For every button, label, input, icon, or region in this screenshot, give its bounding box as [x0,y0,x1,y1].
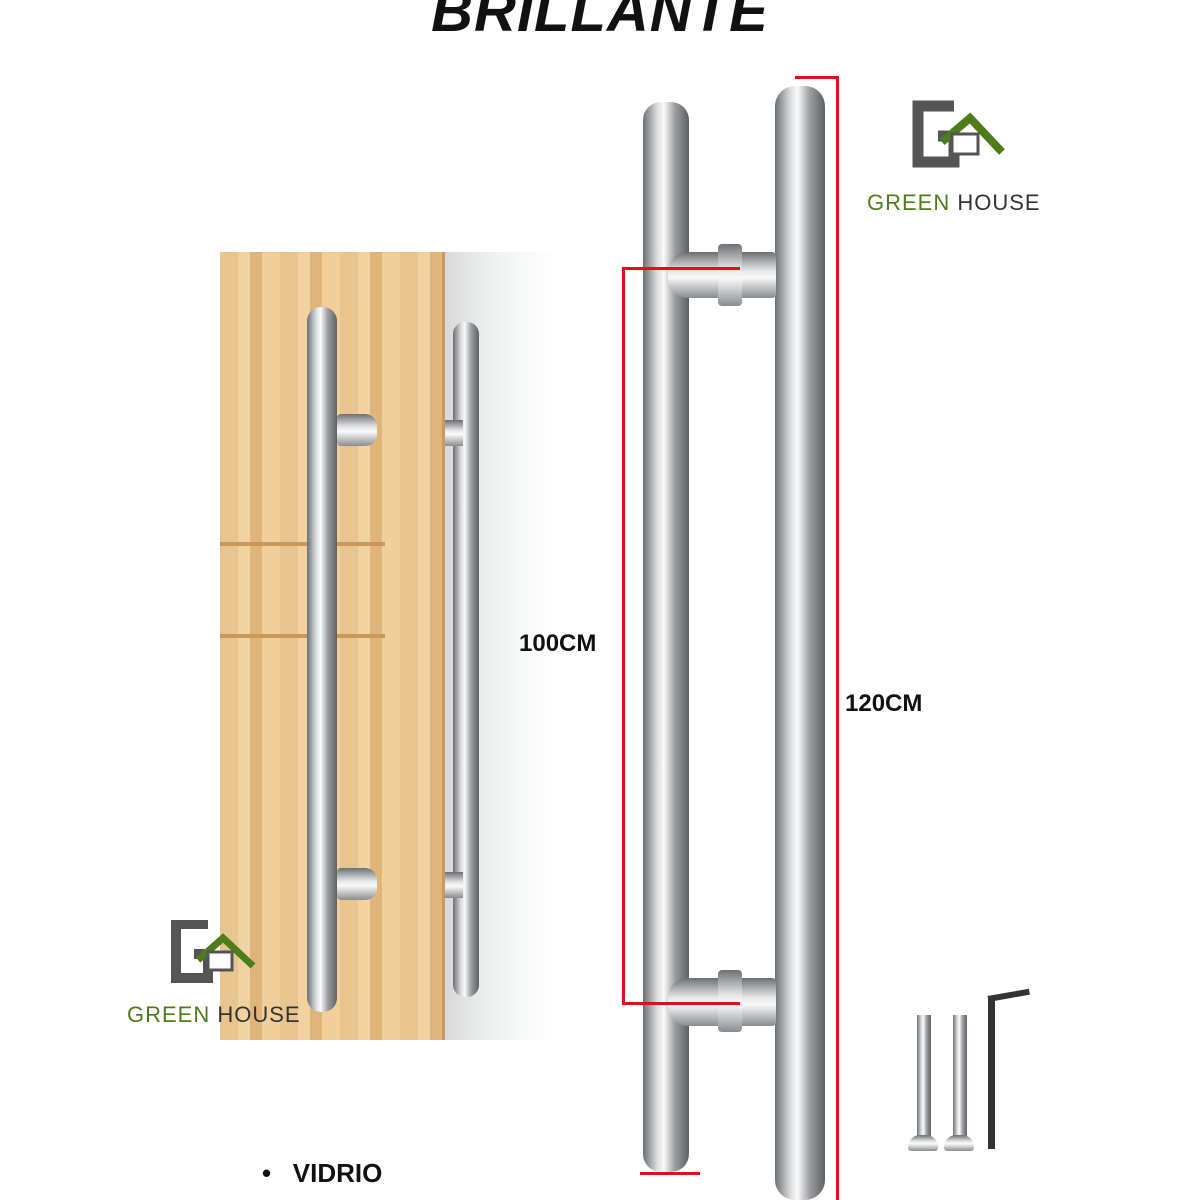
handle-bar-back [775,86,825,1200]
logo-word-house: HOUSE [217,1002,301,1027]
dimension-inner-label: 100CM [519,630,597,657]
green-house-logo-icon [912,100,1005,168]
standoff-collar [718,970,742,1032]
handle-post [337,414,377,446]
feature-item: • VIDRIO [262,1158,383,1188]
feature-vidrio: VIDRIO [292,1158,383,1188]
dimension-outer-label: 120CM [845,690,923,717]
measure-tick [622,267,740,270]
measure-line-inner [622,270,625,1005]
screw-head [908,1135,938,1151]
handle-post [445,420,463,446]
screw-head [944,1135,974,1151]
door-handle-bar [307,307,337,1012]
green-house-logo-icon [171,920,256,983]
screw-icon [917,1015,931,1140]
measure-tick [622,1002,740,1005]
allen-key-icon [988,996,995,1149]
handle-post [337,868,377,900]
door-seam [220,542,385,546]
allen-key-arm [987,988,1030,1002]
measure-tick [795,76,839,79]
screw-icon [953,1015,967,1140]
measure-tick [640,1172,700,1175]
handle-post [445,872,463,898]
logo-word-house: HOUSE [957,190,1041,215]
standoff-collar [718,244,742,306]
door-seam [220,634,385,638]
product-title: BRILLANTE [431,0,769,44]
logo-word-green: GREEN [867,190,951,215]
logo-word-green: GREEN [127,1002,211,1027]
measure-line-outer [836,78,839,1200]
